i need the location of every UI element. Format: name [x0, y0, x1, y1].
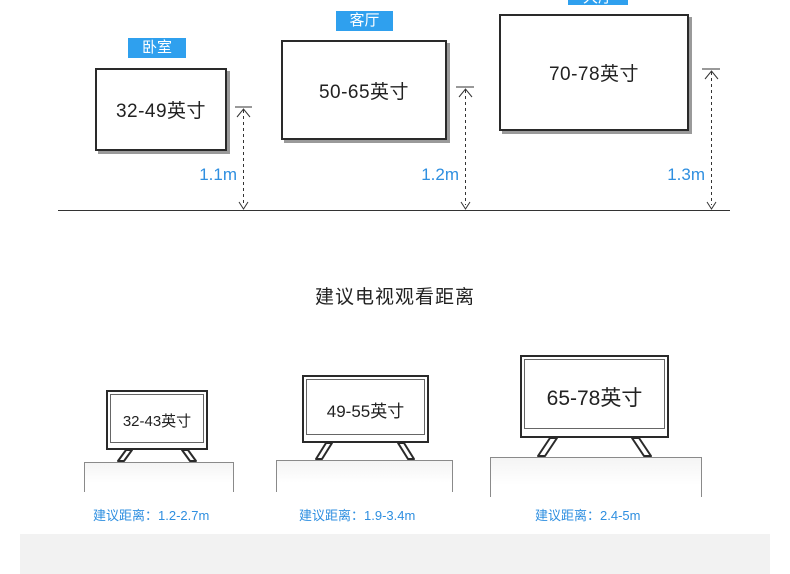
stand-tv-size-label: 32-43英寸 — [122, 412, 192, 430]
height-marker-bedroom — [235, 106, 252, 210]
stand-tv-size-label: 65-78英寸 — [546, 386, 643, 410]
tv-screen — [524, 359, 665, 429]
wall-tv-size-label: 32-49英寸 — [115, 101, 207, 122]
distance-label-small: 建议距离：1.2-2.7m — [93, 508, 210, 523]
stand-tv-small: 32-43英寸 — [106, 390, 208, 450]
tv-leg — [397, 442, 415, 460]
tv-leg — [315, 442, 333, 460]
height-label-bedroom: 1.1m — [199, 165, 237, 184]
room-tag-bedroom: 卧室 — [128, 38, 186, 58]
stand-tv-medium: 49-55英寸 — [302, 375, 429, 443]
height-marker-hall — [702, 68, 720, 210]
section-title: 建议电视观看距离 — [314, 287, 475, 308]
wall-tv-bedroom: 32-49英寸 — [95, 68, 227, 151]
tv-screen — [110, 394, 204, 443]
tv-leg — [631, 437, 652, 457]
height-label-hall: 1.3m — [667, 165, 705, 184]
wall-tv-living-room: 50-65英寸 — [281, 40, 447, 140]
stand-tv-large: 65-78英寸 — [520, 355, 669, 438]
distance-label-medium: 建议距离：1.9-3.4m — [299, 508, 416, 523]
footer-band — [20, 534, 770, 574]
tv-leg — [117, 449, 133, 462]
stand-tv-size-label: 49-55英寸 — [326, 401, 405, 421]
wall-tv-size-label: 50-65英寸 — [318, 81, 410, 103]
height-markers — [235, 68, 720, 210]
height-label-living-room: 1.2m — [421, 165, 459, 184]
tv-cabinet-medium — [276, 460, 453, 492]
tv-cabinet-small — [84, 462, 234, 492]
room-tag-living-room: 客厅 — [336, 11, 393, 31]
tv-screen — [306, 379, 425, 435]
wall-tv-size-label: 70-78英寸 — [548, 64, 640, 85]
distance-label-large: 建议距离：2.4-5m — [535, 508, 641, 523]
wall-tv-hall: 70-78英寸 — [499, 14, 689, 131]
tv-cabinet-large — [490, 457, 702, 497]
tv-leg — [181, 449, 197, 462]
tv-leg — [537, 437, 558, 457]
height-marker-living-room — [456, 86, 474, 210]
floor-line — [58, 210, 730, 211]
room-tag-hall: 大厅 — [568, 0, 628, 5]
tv-stand-legs — [117, 437, 652, 462]
